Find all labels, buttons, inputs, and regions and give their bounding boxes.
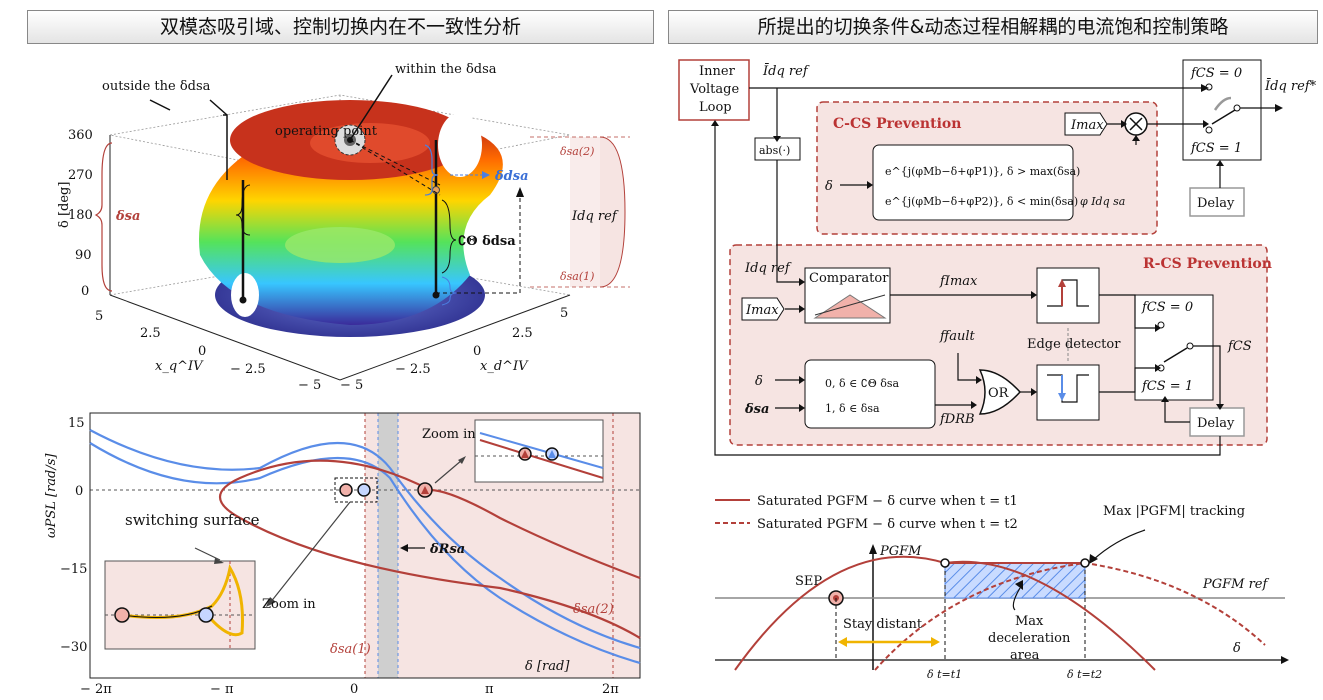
- fcs0-label: fCS = 0: [1190, 66, 1242, 81]
- rcs-title: R-CS Prevention: [1143, 256, 1272, 272]
- xd-tick-2.5: 2.5: [512, 326, 533, 341]
- zoom-in-label-1: Zoom in: [422, 427, 476, 442]
- inner-loop-label-1: Inner: [699, 64, 736, 79]
- y-tick-15: 15: [68, 416, 85, 431]
- fcs1-label: fCS = 1: [1190, 141, 1242, 156]
- y-tick-m30: −30: [60, 640, 87, 655]
- legend-t2: Saturated PGFM − δ curve when t = t2: [757, 517, 1018, 532]
- delta-t2-label: δ t=t2: [1067, 668, 1102, 681]
- or-gate-label: OR: [988, 386, 1010, 401]
- p-axis-label: PGFM: [879, 544, 922, 559]
- i-ref-out-label: Īdq ref: [762, 63, 810, 79]
- fcs0-rcs-label: fCS = 0: [1141, 300, 1193, 315]
- delta-sa2-label: δsa(2): [573, 602, 614, 617]
- xq-tick-m5: − 5: [298, 378, 321, 393]
- max-decel-3: area: [1010, 648, 1040, 663]
- imax-ccs-label: Imax: [1070, 118, 1104, 133]
- delta-sa-input: δsa: [744, 402, 769, 417]
- piece-0-label: 0, δ ∈ ∁Θ δsa: [825, 377, 900, 390]
- outside-label: outside the δdsa: [102, 79, 211, 94]
- delta-input-rcs: δ: [755, 374, 763, 389]
- p-ref-label: PGFM ref: [1202, 577, 1270, 592]
- xd-tick-m5: − 5: [340, 378, 363, 393]
- delay-top: Delay: [1197, 196, 1235, 211]
- piece-1-label: 1, δ ∈ δsa: [825, 402, 880, 415]
- case-1-label: e^{j(φMb−δ+φP1)}, δ > max(δsa): [885, 165, 1080, 178]
- delta-t1-label: δ t=t1: [927, 668, 962, 681]
- xd-tick-0: 0: [473, 344, 481, 359]
- max-decel-2: deceleration: [988, 631, 1071, 646]
- case-2-label: e^{j(φMb−δ+φP2)}, δ < min(δsa): [885, 195, 1078, 208]
- i-ref-star-label: Īdq ref*: [1264, 78, 1317, 94]
- y-tick-0: 0: [75, 484, 83, 499]
- delta-dsa-label: δdsa: [494, 169, 529, 184]
- abs-label: abs(·): [759, 144, 790, 157]
- delta-sa-label: δsa: [115, 209, 140, 224]
- delta-sa1-label: δsa(1): [330, 642, 371, 657]
- x-tick-2pi: 2π: [602, 682, 619, 697]
- complement-label: ∁Θ δdsa: [458, 234, 516, 249]
- xq-tick-0: 0: [198, 344, 206, 359]
- power-angle-plot: Saturated PGFM − δ curve when t = t1 Sat…: [715, 494, 1289, 681]
- x-tick-m2pi: − 2π: [80, 682, 112, 697]
- right-panel-title: 所提出的切换条件&动态过程相解耦的电流饱和控制策略: [668, 10, 1318, 44]
- delta-input-ccs: δ: [825, 179, 833, 194]
- y-axis-label: ωPSL [rad/s]: [44, 453, 59, 538]
- left-panel-title: 双模态吸引域、控制切换内在不一致性分析: [27, 10, 654, 44]
- i-ref-in-label: Idq ref: [744, 261, 792, 276]
- z-tick-270: 270: [68, 168, 93, 183]
- f-imax-label: fImax: [939, 274, 978, 289]
- xq-tick-2.5: 2.5: [140, 326, 161, 341]
- sep-label: SEP: [795, 574, 822, 589]
- inner-loop-label-2: Voltage: [689, 82, 739, 97]
- delta-sa2-label: δsa(2): [560, 145, 594, 158]
- x-tick-mpi: − π: [210, 682, 234, 697]
- stay-distant-label: Stay distant: [843, 617, 923, 632]
- delay-bottom: Delay: [1197, 416, 1235, 431]
- f-fault-label: ffault: [939, 329, 975, 344]
- xq-axis-label: x_q^IV: [155, 359, 204, 374]
- x-axis-label: δ [rad]: [525, 659, 570, 674]
- xq-tick-5: 5: [95, 309, 103, 324]
- phi-sa-label: φ Idq sa: [1080, 195, 1125, 208]
- fcs1-rcs-label: fCS = 1: [1141, 379, 1193, 394]
- f-drb-label: fDRB: [939, 412, 975, 427]
- xd-tick-m2.5: − 2.5: [395, 362, 431, 377]
- z-tick-180: 180: [68, 208, 93, 223]
- ccs-title: C-CS Prevention: [833, 116, 961, 132]
- x-tick-0: 0: [350, 682, 358, 697]
- zoom-in-label-2: Zoom in: [262, 597, 316, 612]
- max-track-label: Max |PGFM| tracking: [1103, 504, 1245, 519]
- within-label: within the δdsa: [395, 62, 497, 77]
- xd-tick-5: 5: [560, 306, 568, 321]
- i-ref-label: Idq ref: [571, 209, 619, 224]
- edge-detector-label: Edge detector: [1027, 337, 1121, 352]
- xq-tick-m2.5: − 2.5: [230, 362, 266, 377]
- x-tick-pi: π: [485, 682, 494, 697]
- fcs-label: fCS: [1227, 339, 1252, 354]
- imax-rcs-label: Imax: [745, 303, 779, 318]
- y-tick-m15: −15: [60, 562, 87, 577]
- z-tick-0: 0: [81, 284, 89, 299]
- xd-axis-label: x_d^IV: [480, 359, 529, 374]
- legend-t1: Saturated PGFM − δ curve when t = t1: [757, 494, 1018, 509]
- z-axis-label: δ [deg]: [57, 182, 72, 228]
- phase-portrait-plot: 15 0 −15 −30 − 2π − π 0 π 2π ωPSL [rad/s…: [44, 412, 641, 697]
- delta-axis-label: δ: [1233, 641, 1241, 656]
- switching-surface-label: switching surface: [125, 511, 260, 529]
- z-tick-90: 90: [75, 248, 92, 263]
- inner-loop-label-3: Loop: [699, 100, 732, 115]
- control-block-diagram: Inner Voltage Loop Īdq ref Īdq ref* abs(…: [678, 59, 1317, 456]
- comparator-label: Comparator: [809, 271, 889, 286]
- delta-rsa-label: δRsa: [429, 542, 465, 557]
- attraction-domain-3d-plot: 360 270 180 90 0 δ [deg] 5 2.5 0 − 2.5 −…: [57, 62, 630, 393]
- z-tick-360: 360: [68, 128, 93, 143]
- max-decel-1: Max: [1015, 614, 1044, 629]
- delta-sa1-label: δsa(1): [560, 270, 594, 283]
- operating-point-label: operating point: [275, 124, 378, 139]
